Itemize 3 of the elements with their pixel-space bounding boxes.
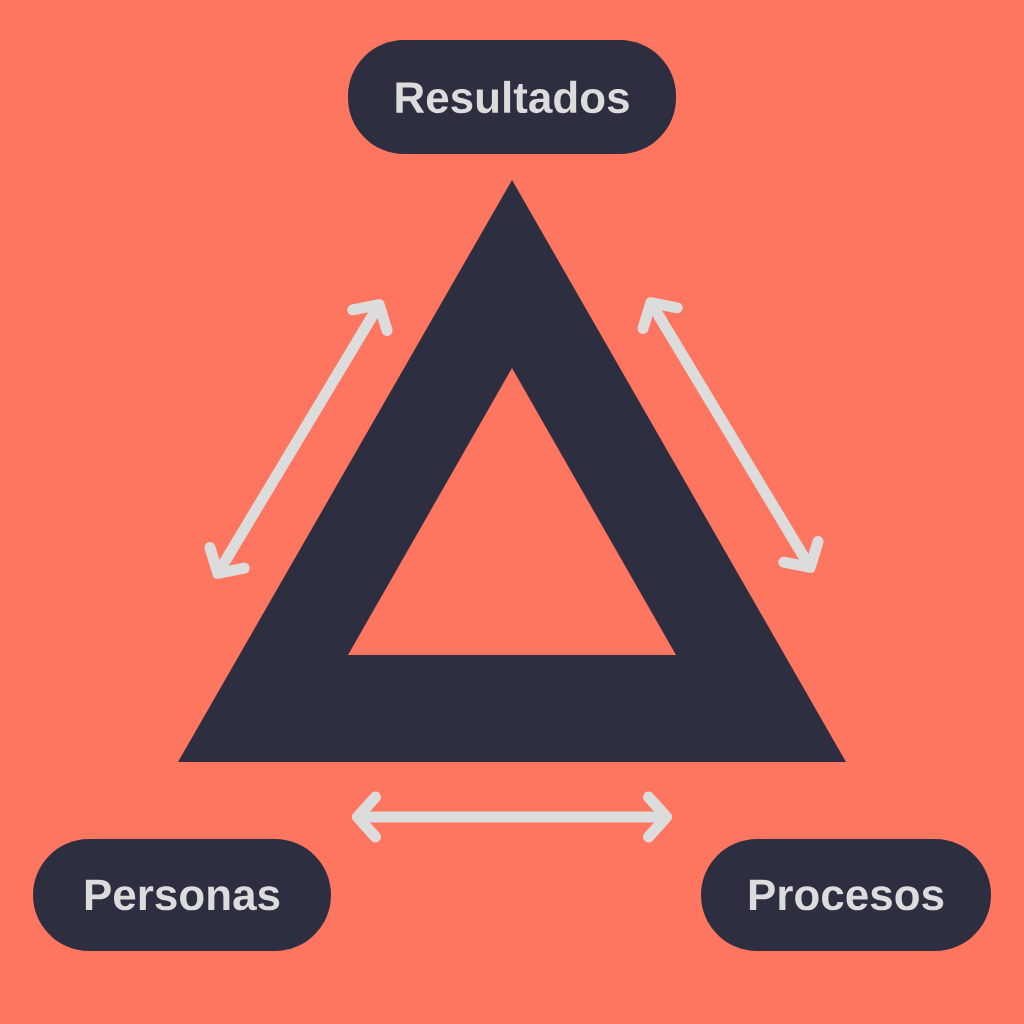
label-pill: Personas <box>33 839 331 951</box>
label-pill: Procesos <box>701 839 991 951</box>
label-pill: Resultados <box>348 40 676 154</box>
